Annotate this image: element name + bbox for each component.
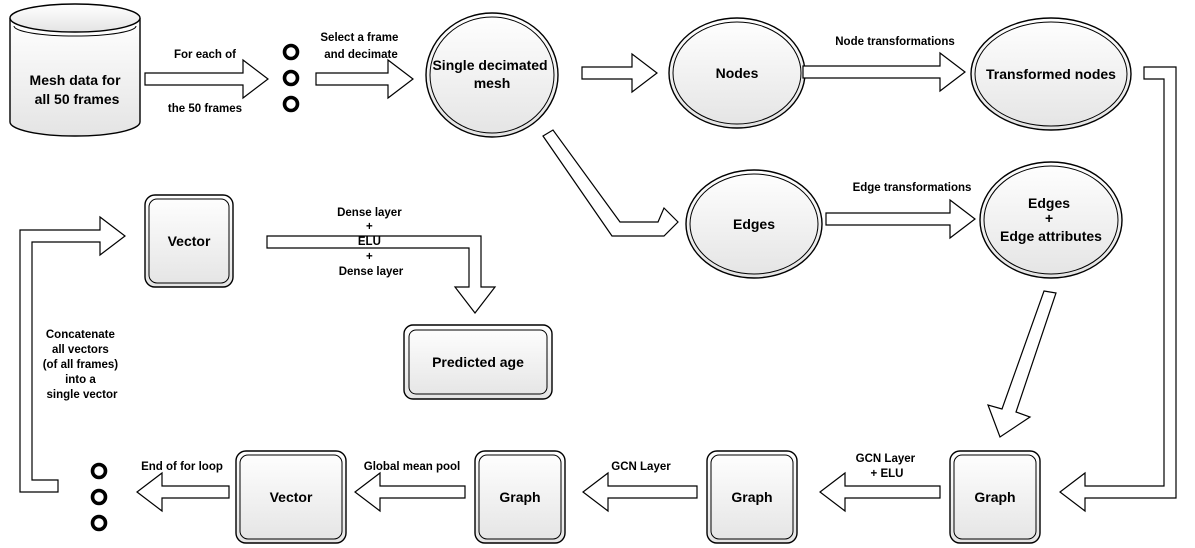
ellipsis-top xyxy=(282,43,300,113)
edges-label: Edges xyxy=(733,216,775,232)
vector-top-box: Vector xyxy=(144,194,234,288)
arrow-gcn xyxy=(582,471,698,513)
arrow-select-decimate xyxy=(315,58,414,100)
node-transformations-label: Node transformations xyxy=(835,36,955,48)
graph-3-box: Graph xyxy=(474,450,566,544)
ellipsis-dot xyxy=(282,95,300,113)
svg-text:Mesh data for all 50 fra: Mesh data for all 50 frames xyxy=(30,72,125,107)
single-mesh-label-2: mesh xyxy=(474,75,511,91)
svg-text:Single decimated mesh: Single decimated mesh xyxy=(432,57,551,91)
ellipsis-dot xyxy=(282,69,300,87)
arrow-to-graph xyxy=(987,290,1057,438)
ellipsis-dot xyxy=(282,43,300,61)
arrow-edge-transformations xyxy=(825,198,976,240)
graph-1-label: Graph xyxy=(974,489,1015,505)
global-mean-pool-label: Global mean pool xyxy=(364,461,460,473)
for-each-label-top: For each of xyxy=(174,49,236,61)
graph-3-label: Graph xyxy=(499,489,540,505)
dense-layer-label: Dense layer + ELU + Dense layer xyxy=(337,207,405,278)
ellipsis-bottom xyxy=(90,462,108,532)
concatenate-label: Concatenate all vectors (of all frames) … xyxy=(43,329,122,401)
edge-attr-label-1: Edges xyxy=(1028,195,1070,211)
single-decimated-mesh-ellipse: Single decimated mesh xyxy=(425,12,559,138)
arrow-end-of-loop xyxy=(136,471,230,513)
edges-ellipse: Edges xyxy=(685,169,823,279)
gcn-layer-label: GCN Layer xyxy=(611,461,671,473)
graph-1-box: Graph xyxy=(949,450,1041,544)
select-frame-label-1: Select a frame xyxy=(320,32,398,44)
nodes-ellipse: Nodes xyxy=(668,17,806,129)
vector-bottom-label: Vector xyxy=(270,489,313,505)
predicted-age-box: Predicted age xyxy=(403,324,553,400)
gcn-elu-label: GCN Layer + ELU xyxy=(856,453,919,480)
arrow-concatenate xyxy=(19,215,126,493)
end-of-loop-label: End of for loop xyxy=(141,461,223,473)
arrow-loop-right xyxy=(1059,66,1177,513)
ellipsis-dot xyxy=(90,462,108,480)
select-frame-label-2: and decimate xyxy=(324,49,398,61)
graph-2-box: Graph xyxy=(706,450,798,544)
arrow-to-nodes xyxy=(581,52,658,94)
edge-attr-label-3: Edge attributes xyxy=(1000,228,1102,244)
mesh-data-cylinder: Mesh data for all 50 frames xyxy=(9,3,141,137)
ellipsis-dot xyxy=(90,514,108,532)
ellipsis-dot xyxy=(90,488,108,506)
transformed-nodes-label: Transformed nodes xyxy=(986,66,1116,82)
vector-bottom-box: Vector xyxy=(235,450,347,544)
mesh-data-label-1: Mesh data for xyxy=(30,72,122,88)
edge-transformations-label: Edge transformations xyxy=(853,182,972,194)
arrow-node-transformations xyxy=(802,51,966,93)
vector-top-label: Vector xyxy=(168,233,211,249)
edge-attributes-ellipse: Edges + Edge attributes xyxy=(979,161,1123,279)
nodes-label: Nodes xyxy=(716,65,759,81)
svg-text:Select a frame and decimat: Select a frame and decimate xyxy=(320,32,401,61)
mesh-data-label-2: all 50 frames xyxy=(35,91,120,107)
arrow-global-mean-pool xyxy=(354,471,466,513)
transformed-nodes-ellipse: Transformed nodes xyxy=(970,17,1132,131)
edge-attr-label-2: + xyxy=(1045,210,1053,226)
arrow-gcn-elu xyxy=(819,471,941,513)
svg-text:Edges + Edge attri: Edges + Edge attributes xyxy=(1000,195,1102,244)
predicted-age-label: Predicted age xyxy=(432,354,524,370)
arrow-for-each xyxy=(144,58,269,100)
single-mesh-label-1: Single decimated xyxy=(432,57,547,73)
for-each-label-bottom: the 50 frames xyxy=(168,103,242,115)
arrow-to-edges xyxy=(542,129,679,237)
graph-2-label: Graph xyxy=(731,489,772,505)
arrow-dense-layer xyxy=(266,235,497,314)
